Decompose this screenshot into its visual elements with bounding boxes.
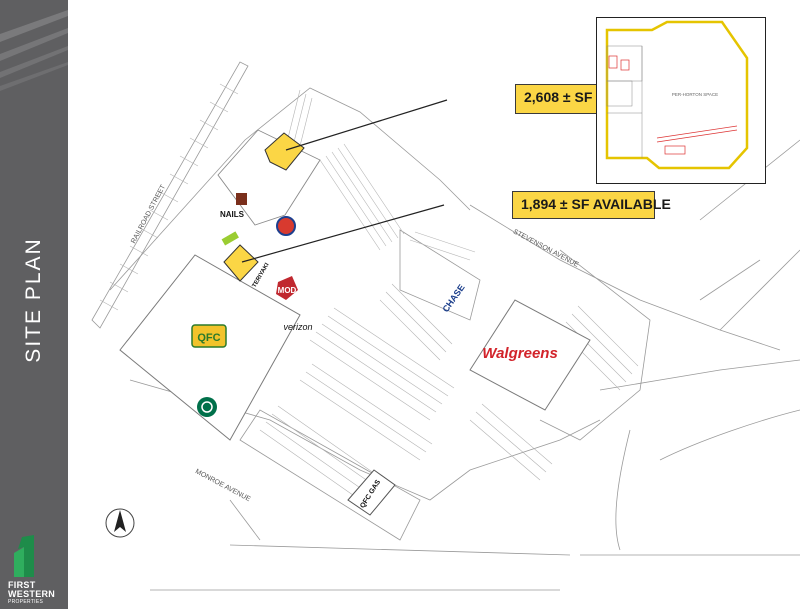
logo-text-line2: WESTERN — [8, 589, 56, 599]
site-plan-map: QFC Walgreens CHASE verizon MOD NAILS TE… — [68, 0, 800, 609]
curved-drive — [615, 429, 631, 551]
sidebar-decorative-stripes — [0, 10, 68, 91]
starbucks-logo-icon — [197, 397, 217, 417]
nails-label: NAILS — [220, 210, 245, 219]
available-space-a — [264, 132, 305, 171]
site-plan-drawing: QFC Walgreens CHASE verizon MOD NAILS TE… — [91, 61, 800, 591]
tenant-logo-square — [236, 193, 247, 205]
railroad-street-label: RAILROAD STREET — [130, 183, 167, 245]
callout-leader-a — [285, 99, 448, 151]
property-boundary-north — [109, 87, 471, 291]
tenant-logo-green — [221, 231, 239, 246]
north-arrow-icon — [105, 508, 135, 538]
monroe-avenue-road — [129, 379, 601, 501]
verizon-label: verizon — [283, 322, 312, 332]
chase-pad — [399, 229, 481, 321]
walgreens-label: Walgreens — [482, 345, 558, 362]
stevenson-avenue-road — [469, 204, 781, 351]
stevenson-avenue-label: STEVENSON AVENUE — [512, 228, 580, 269]
walgreens-lot-outline — [539, 249, 651, 441]
company-logo: FIRST WESTERN PROPERTIES — [6, 535, 64, 605]
first-western-1-logo-icon — [14, 535, 34, 577]
page-title: SITE PLAN — [22, 237, 45, 363]
railroad-street-road — [91, 61, 249, 329]
sidebar: SITE PLAN FIRST WESTERN PROPERTIES — [0, 0, 68, 609]
qfc-gas-building — [347, 469, 396, 516]
logo-text-line3: PROPERTIES — [8, 599, 44, 605]
qfc-label: QFC — [197, 332, 220, 344]
mod-label: MOD — [278, 286, 297, 295]
qfc-logo — [191, 324, 227, 348]
floor-plan-drawing: PER-HORTON SPACE — [605, 20, 749, 170]
walgreens-building — [469, 299, 591, 411]
chase-label: CHASE — [440, 283, 466, 315]
monroe-avenue-label: MONROE AVENUE — [194, 468, 252, 503]
floor-plan-inset: PER-HORTON SPACE — [596, 17, 766, 184]
tenant-logo-round — [276, 216, 296, 236]
inset-caption: PER-HORTON SPACE — [672, 92, 718, 97]
southwest-parking — [239, 409, 421, 541]
callout-leader-b — [241, 204, 445, 263]
available-space-b-callout: 1,894 ± SF AVAILABLE — [512, 191, 671, 219]
available-space-b — [223, 244, 259, 282]
mod-logo — [276, 276, 298, 300]
logo-text-line1: FIRST — [8, 580, 36, 590]
